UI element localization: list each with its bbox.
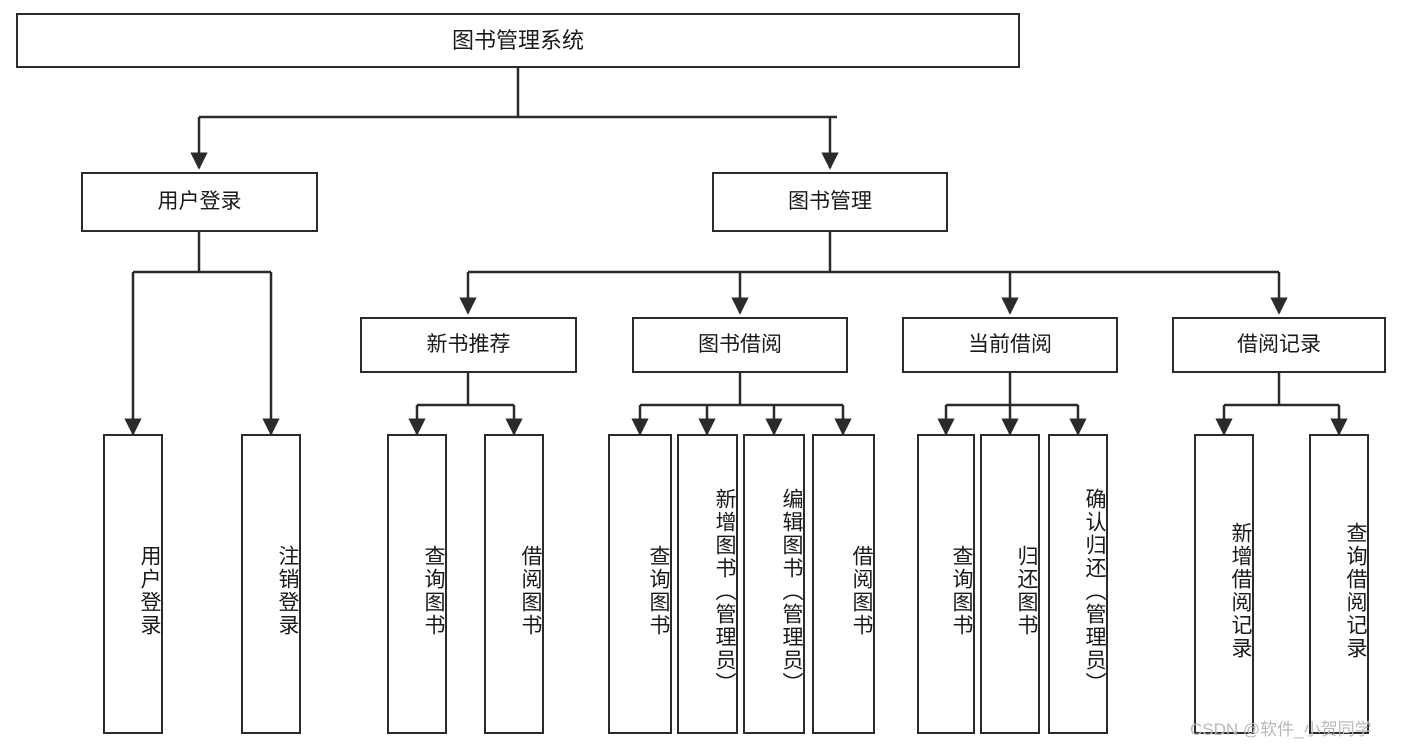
node-leaf-user-login-label: 用户登录 xyxy=(138,545,161,637)
node-leaf-recommend-borrow-book-label: 借阅图书 xyxy=(519,545,542,637)
node-leaf-edit-book-admin-label: 编辑图书（管理员） xyxy=(780,487,803,695)
node-leaf-recommend-borrow-book[interactable]: 借阅图书 xyxy=(484,434,544,734)
node-leaf-user-login[interactable]: 用户登录 xyxy=(103,434,163,734)
node-leaf-borrow-query-book[interactable]: 查询图书 xyxy=(608,434,672,734)
node-leaf-borrow-book[interactable]: 借阅图书 xyxy=(812,434,875,734)
node-leaf-query-borrow-record-label: 查询借阅记录 xyxy=(1344,522,1367,660)
node-leaf-recommend-query-book[interactable]: 查询图书 xyxy=(387,434,447,734)
node-leaf-logout-label: 注销登录 xyxy=(276,545,299,637)
node-leaf-logout[interactable]: 注销登录 xyxy=(241,434,301,734)
node-leaf-query-borrow-record[interactable]: 查询借阅记录 xyxy=(1309,434,1369,734)
node-current-borrow-label: 当前借阅 xyxy=(968,332,1052,356)
node-leaf-borrow-book-label: 借阅图书 xyxy=(850,545,873,637)
node-leaf-current-query-book[interactable]: 查询图书 xyxy=(917,434,975,734)
node-leaf-add-book-admin-label: 新增图书（管理员） xyxy=(713,487,736,695)
node-leaf-add-book-admin[interactable]: 新增图书（管理员） xyxy=(677,434,738,734)
node-book-manage-label: 图书管理 xyxy=(788,189,872,213)
node-new-book-recommend-label: 新书推荐 xyxy=(426,332,511,356)
node-leaf-return-book[interactable]: 归还图书 xyxy=(980,434,1040,734)
node-root-system[interactable]: 图书管理系统 xyxy=(16,13,1020,68)
csdn-watermark: CSDN @软件_小贺同学 xyxy=(1190,720,1372,739)
node-leaf-add-borrow-record-label: 新增借阅记录 xyxy=(1229,522,1252,660)
node-leaf-recommend-query-book-label: 查询图书 xyxy=(422,545,445,637)
node-leaf-confirm-return-admin-label: 确认归还（管理员） xyxy=(1083,487,1106,695)
node-leaf-borrow-query-book-label: 查询图书 xyxy=(647,545,670,637)
node-book-manage[interactable]: 图书管理 xyxy=(712,172,948,232)
node-leaf-confirm-return-admin[interactable]: 确认归还（管理员） xyxy=(1048,434,1108,734)
node-user-login-label: 用户登录 xyxy=(157,189,242,213)
node-current-borrow[interactable]: 当前借阅 xyxy=(902,317,1118,373)
node-leaf-return-book-label: 归还图书 xyxy=(1015,545,1038,637)
node-borrow-record-label: 借阅记录 xyxy=(1237,332,1321,356)
node-borrow-record[interactable]: 借阅记录 xyxy=(1172,317,1386,373)
node-user-login[interactable]: 用户登录 xyxy=(81,172,318,232)
node-leaf-current-query-book-label: 查询图书 xyxy=(950,545,973,637)
node-leaf-add-borrow-record[interactable]: 新增借阅记录 xyxy=(1194,434,1254,734)
node-book-borrow-label: 图书借阅 xyxy=(698,332,782,356)
node-book-borrow[interactable]: 图书借阅 xyxy=(632,317,848,373)
node-leaf-edit-book-admin[interactable]: 编辑图书（管理员） xyxy=(743,434,805,734)
node-new-book-recommend[interactable]: 新书推荐 xyxy=(360,317,577,373)
node-root-system-label: 图书管理系统 xyxy=(451,27,584,53)
